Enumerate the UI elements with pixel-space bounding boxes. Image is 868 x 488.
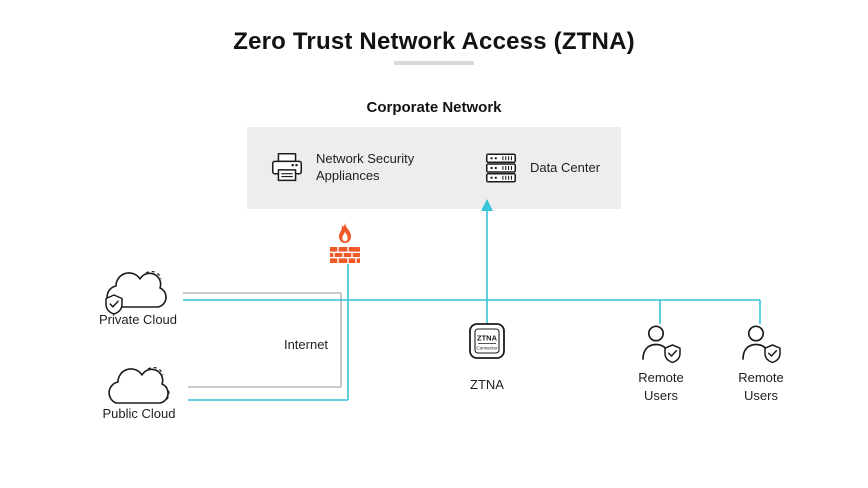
shield-check-icon: [764, 344, 781, 364]
public-cloud-label: Public Cloud: [102, 406, 176, 421]
title-underline: [394, 61, 474, 65]
ztna-chip-title: ZTNA: [477, 334, 498, 343]
data-center-node: Data Center: [482, 149, 600, 187]
firewall-icon: [330, 223, 360, 263]
shield-check-icon: [105, 294, 123, 315]
server-rack-icon: [485, 153, 516, 183]
data-center-label: Data Center: [529, 159, 601, 175]
remote-user-icon: [742, 325, 781, 364]
corporate-network-box: Network Security Appliances: [247, 127, 621, 209]
network-security-appliances-label: Network Security Appliances: [315, 151, 415, 183]
ztna-label: ZTNA: [470, 377, 504, 392]
public-cloud-icon: [108, 366, 170, 404]
private-cloud-label: Private Cloud: [98, 312, 178, 327]
shield-check-icon: [664, 344, 681, 364]
ztna-chip-subtitle: Connector: [476, 346, 498, 351]
private-cloud-shield-icon: [105, 270, 167, 315]
network-security-appliances-node: Network Security Appliances: [268, 149, 436, 187]
page-title: Zero Trust Network Access (ZTNA): [233, 28, 635, 55]
printer-icon: [271, 152, 302, 182]
corporate-network-label: Corporate Network: [366, 99, 502, 116]
ztna-connector-chip-icon: ZTNA Connector: [469, 323, 505, 359]
remote-user-icon: [642, 325, 681, 364]
remote-users-label: Remote Users: [738, 370, 784, 403]
internet-label: Internet: [283, 337, 329, 352]
up-arrow-icon: [481, 199, 493, 211]
remote-users-label: Remote Users: [638, 370, 684, 403]
